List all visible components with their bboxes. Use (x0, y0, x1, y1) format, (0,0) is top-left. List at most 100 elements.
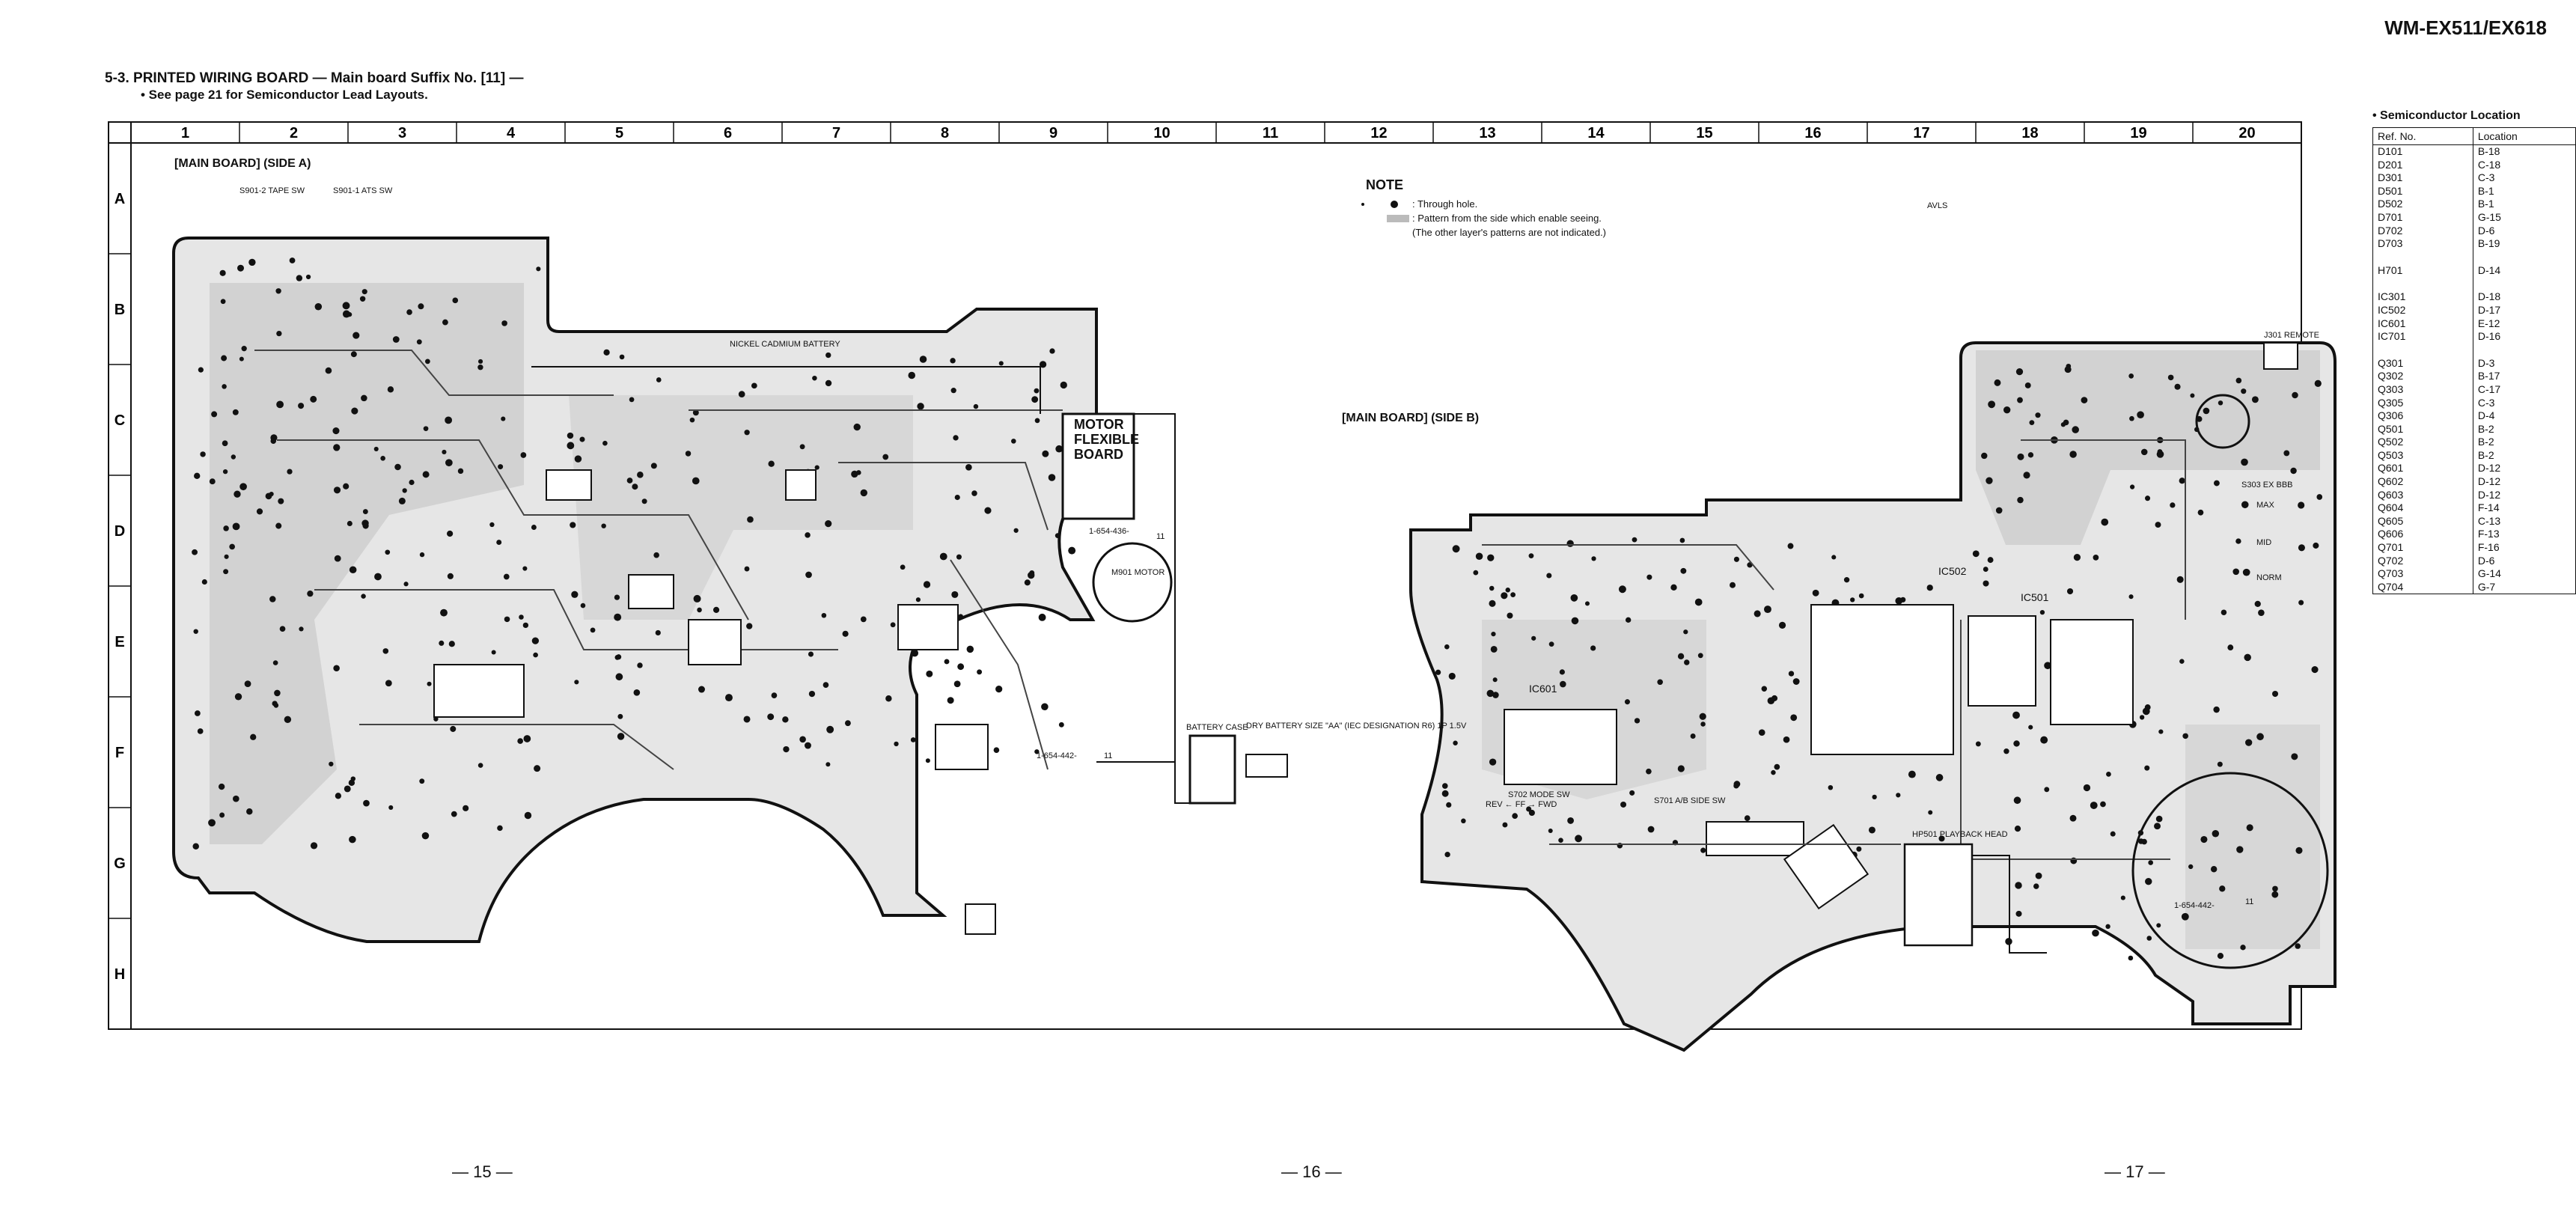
location-cell: D-18 (2472, 290, 2576, 304)
grid-column-label: 14 (1587, 125, 1605, 141)
grid-column-label: 13 (1479, 125, 1495, 141)
mode-sw-label: S702 MODE SW (1508, 790, 1570, 799)
location-cell: B-19 (2472, 237, 2576, 251)
location-cell: B-17 (2472, 370, 2576, 383)
motor-label: M901 MOTOR (1111, 568, 1165, 577)
ic501-label: IC501 (2021, 591, 2049, 603)
playback-head (1903, 843, 2047, 954)
grid-row-label: B (115, 302, 125, 318)
semiconductor-location: • Semiconductor Location Ref. No. Locati… (2372, 109, 2576, 595)
grid-column-label: 4 (507, 125, 516, 141)
grid-column-label: 9 (1049, 125, 1057, 141)
ref-no-cell: Q301 (2372, 356, 2473, 370)
section-heading: 5-3. PRINTED WIRING BOARD — Main board S… (105, 70, 523, 103)
ref-no-cell: D501 (2372, 184, 2473, 198)
page-number-16: — 16 — (1281, 1162, 1342, 1181)
heading-title: 5-3. PRINTED WIRING BOARD — Main board S… (105, 70, 524, 86)
ref-no-cell: Q702 (2372, 554, 2473, 568)
grid-column-label: 11 (1263, 125, 1278, 141)
note-block: : Through hole. : Pattern from the side … (1361, 198, 1606, 238)
location-cell: D-6 (2472, 224, 2576, 238)
location-header: Location (2472, 127, 2576, 145)
grid-row-label: D (115, 523, 125, 540)
location-cell: B-2 (2472, 448, 2576, 463)
location-cell: D-3 (2472, 356, 2576, 370)
part-number-b: 1-654-442- (2174, 901, 2215, 910)
ref-no-cell: D702 (2372, 224, 2473, 238)
remote-jack (2263, 342, 2298, 370)
ref-no-cell: Q703 (2372, 567, 2473, 581)
location-cell: F-14 (2472, 501, 2576, 515)
motor-flex-label-1: MOTOR (1074, 417, 1124, 432)
ref-no-cell: Q701 (2372, 541, 2473, 555)
part-number-a: 1-654-442- (1037, 751, 1077, 760)
location-cell: C-13 (2472, 514, 2576, 528)
ref-no-header: Ref. No. (2372, 127, 2473, 145)
grid-row-label: F (115, 745, 124, 761)
location-cell: G-14 (2472, 567, 2576, 581)
location-cell: D-14 (2472, 263, 2576, 278)
motor-flex-label-3: BOARD (1074, 447, 1123, 462)
page-number-15: — 15 — (452, 1162, 513, 1181)
ref-no-cell: IC301 (2372, 290, 2473, 304)
ref-no-cell: Q502 (2372, 436, 2473, 449)
heading-subtitle: • See page 21 for Semiconductor Lead Lay… (141, 88, 428, 102)
ref-no-cell: IC502 (2372, 303, 2473, 317)
grid-row-label: G (114, 855, 126, 872)
grid-column-label: 19 (2130, 125, 2146, 141)
location-cell: C-18 (2472, 158, 2576, 172)
ic502-label: IC502 (1938, 565, 1967, 577)
location-cell: B-2 (2472, 422, 2576, 436)
side-b-label: [MAIN BOARD] (SIDE B) (1342, 412, 1479, 424)
battery-case-label: BATTERY CASE (1186, 723, 1248, 732)
location-cell: C-3 (2472, 396, 2576, 410)
grid-column-label: 18 (2021, 125, 2038, 141)
location-cell: D-17 (2472, 303, 2576, 317)
location-cell: D-12 (2472, 488, 2576, 502)
board-side-a (172, 237, 1098, 943)
location-cell: D-16 (2472, 330, 2576, 344)
ref-no-cell: D301 (2372, 171, 2473, 185)
ref-no-cell: IC701 (2372, 330, 2473, 344)
motor-flexible-board (1061, 412, 1173, 623)
tape-sw-label: S901-2 TAPE SW (239, 186, 305, 195)
ref-no-cell: Q303 (2372, 382, 2473, 397)
grid-column-label: 6 (724, 125, 732, 141)
ref-no-cell: D201 (2372, 158, 2473, 172)
ats-sw-label: S901-1 ATS SW (333, 186, 393, 195)
location-cell: C-3 (2472, 171, 2576, 185)
suffix-badge-b: 11 (2245, 897, 2253, 906)
location-cell: E-12 (2472, 317, 2576, 331)
ex-bbb-label: S303 EX BBB (2241, 481, 2293, 489)
location-cell: B-1 (2472, 184, 2576, 198)
page-number-17: — 17 — (2105, 1162, 2165, 1181)
ref-no-cell: Q605 (2372, 514, 2473, 528)
ic601-label: IC601 (1529, 683, 1557, 695)
grid-column-label: 1 (181, 125, 189, 141)
location-cell: D-4 (2472, 409, 2576, 423)
grid-row-label: E (115, 634, 124, 650)
ref-no-cell: Q602 (2372, 475, 2473, 489)
battery-case (1188, 734, 1288, 805)
grid-column-label: 7 (832, 125, 840, 141)
side-a-label: [MAIN BOARD] (SIDE A) (174, 157, 311, 170)
ref-no-cell: Q503 (2372, 448, 2473, 463)
